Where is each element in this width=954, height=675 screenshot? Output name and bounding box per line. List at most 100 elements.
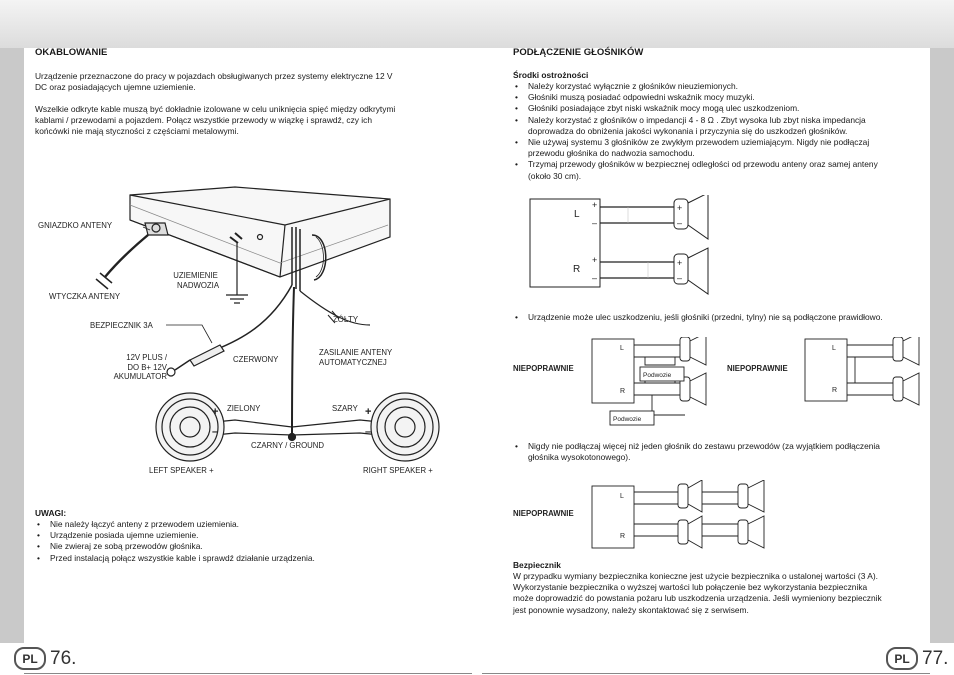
text-line: W przypadku wymiany bezpiecznika koniecz… (513, 571, 878, 581)
svg-text:+: + (592, 200, 597, 210)
text-line: AKUMULATOR (113, 372, 167, 381)
text-line: Należy korzystać z głośników o impedancj… (528, 114, 866, 125)
language-badge: PL (14, 647, 46, 670)
label-green: ZIELONY (227, 404, 261, 413)
incorrect3-label-R: R (620, 533, 626, 540)
text-line: Wszelkie odkryte kable muszą być dokładn… (35, 104, 396, 114)
right-speaker-plus: + (365, 406, 372, 418)
warning-front-rear: Urządzenie może ulec uszkodzeniu, jeśli … (513, 312, 923, 323)
text-line: Trzymaj przewody głośników w bezpiecznej… (528, 159, 878, 170)
svg-text:–: – (677, 273, 682, 283)
svg-text:+: + (592, 255, 597, 265)
incorrect-diagram-chassis (591, 337, 707, 426)
label-antenna-plug: WTYCZKA ANTENY (49, 292, 121, 301)
precaution-item: Należy korzystać z głośników o impedancj… (513, 115, 923, 137)
text-line: Nigdy nie podłączaj więcej niż jeden gło… (528, 441, 880, 451)
right-speaker-minus: – (365, 426, 372, 438)
precaution-item: Należy korzystać wyłącznie z głośników n… (513, 81, 923, 92)
correct-connection-diagram: + – + – + – + – (529, 195, 709, 295)
precaution-item: Głośniki posiadające zbyt niski wskaźnik… (513, 103, 923, 114)
text-line: UZIEMIENIE (173, 271, 218, 280)
page-number: 76. (50, 647, 77, 669)
speaker-connection-title: PODŁĄCZENIE GŁOŚNIKÓW (513, 47, 644, 58)
chassis-label-2: Podwozie (613, 416, 642, 423)
text-line: NADWOZIA (177, 280, 220, 290)
left-speaker-minus: – (212, 426, 219, 438)
incorrect-label-3: NIEPOPRAWNIE (513, 509, 574, 518)
incorrect-diagram-multiple (591, 480, 765, 549)
svg-text:–: – (592, 273, 597, 283)
incorrect2-label-R: R (832, 387, 838, 394)
svg-text:+: + (677, 258, 682, 268)
note-item: Nie zwieraj ze sobą przewodów głośnika. (35, 541, 455, 552)
text-line: Nie używaj systemu 3 głośników ze zwykły… (528, 137, 870, 148)
svg-text:–: – (677, 218, 682, 228)
text-line: głośnika wysokotonowego). (528, 452, 631, 463)
fuse-title: Bezpiecznik (513, 560, 561, 570)
precaution-item: Głośniki muszą posiadać odpowiedni wskaź… (513, 92, 923, 103)
wiring-paragraph-2: Wszelkie odkryte kable muszą być dokładn… (35, 104, 455, 138)
incorrect1-label-R: R (620, 388, 626, 395)
precaution-item: Nie używaj systemu 3 głośników ze zwykły… (513, 137, 923, 159)
precautions-list: Należy korzystać wyłącznie z głośników n… (513, 81, 923, 182)
text-line: przewodu głośnika do nadwozia samochodu. (528, 148, 695, 159)
text-line: Urządzenie przeznaczone do pracy w pojaz… (35, 71, 393, 81)
notes-title: UWAGI: (35, 508, 67, 518)
page-number: 77. (922, 647, 949, 669)
note-item: Urządzenie posiada ujemne uziemienie. (35, 530, 455, 541)
text-line: doprowadza do obniżenia jakości wykonani… (528, 125, 848, 136)
label-black-ground: CZARNY / GROUND (251, 441, 325, 450)
text-line: Należy korzystać wyłącznie z głośników n… (528, 81, 738, 91)
label-battery: 12V PLUS / DO B+ 12V AKUMULATOR (103, 353, 167, 382)
text-line: DO B+ 12V (127, 362, 167, 372)
text-line: kablami / przewodami a pojazdem. Połącz … (35, 115, 372, 126)
incorrect2-label-L: L (832, 345, 836, 352)
incorrect3-label-L: L (620, 493, 624, 500)
label-yellow: ŻÓŁTY (333, 315, 359, 324)
precautions-title: Środki ostrożności (513, 70, 589, 80)
incorrect-diagram-crossed (804, 337, 920, 406)
svg-text:–: – (592, 218, 597, 228)
text-line: końcówki nie mają styczności z częściami… (35, 126, 239, 137)
notes-list: Nie należy łączyć anteny z przewodem uzi… (35, 519, 455, 564)
channel-label-left: L (574, 209, 580, 220)
label-chassis-ground: UZIEMIENIE NADWOZIA (172, 271, 219, 290)
precaution-item: Trzymaj przewody głośników w bezpiecznej… (513, 159, 923, 181)
text-line: 12V PLUS / (126, 353, 167, 362)
text-line: Głośniki posiadające zbyt niski wskaźnik… (528, 103, 800, 114)
bottom-rule-left (24, 673, 472, 674)
incorrect-label-1: NIEPOPRAWNIE (513, 364, 574, 373)
right-margin-bar (930, 48, 954, 643)
top-band (0, 0, 954, 48)
label-right-speaker: RIGHT SPEAKER + (363, 466, 433, 475)
chassis-label-1: Podwozie (643, 372, 672, 379)
incorrect-label-2: NIEPOPRAWNIE (727, 364, 788, 373)
text-line: Wykorzystanie bezpiecznika o wyższej war… (513, 582, 868, 593)
text-line: jest ponownie wysadzony, należy skontakt… (513, 604, 749, 615)
warning-item: Urządzenie może ulec uszkodzeniu, jeśli … (513, 312, 923, 323)
label-auto-antenna: ZASILANIE ANTENY AUTOMATYCZNEJ (319, 348, 392, 367)
warning-item: Nigdy nie podłączaj więcej niż jeden gło… (513, 441, 923, 463)
note-item: Nie należy łączyć anteny z przewodem uzi… (35, 519, 455, 530)
svg-text:+: + (677, 203, 682, 213)
fuse-paragraph: W przypadku wymiany bezpiecznika koniecz… (513, 571, 928, 616)
bottom-band (0, 643, 954, 675)
label-fuse: BEZPIECZNIK 3A (90, 321, 153, 330)
page-number-left: PL 76. (14, 647, 76, 670)
label-antenna-socket: GNIAZDKO ANTENY (38, 221, 113, 230)
language-badge: PL (886, 647, 918, 670)
label-grey: SZARY (332, 404, 358, 413)
channel-label-right: R (573, 264, 581, 275)
wiring-title: OKABLOWANIE (35, 47, 108, 58)
left-speaker-plus: + (212, 406, 219, 418)
page-number-right: PL 77. (886, 647, 948, 670)
wiring-diagram (95, 186, 440, 462)
bottom-rule-right (482, 673, 930, 674)
left-margin-bar (0, 48, 24, 643)
text-line: AUTOMATYCZNEJ (319, 357, 387, 367)
incorrect1-label-L: L (620, 345, 624, 352)
text-line: (około 30 cm). (528, 170, 582, 181)
text-line: ZASILANIE ANTENY (319, 348, 393, 357)
warning-single-speaker: Nigdy nie podłączaj więcej niż jeden gło… (513, 441, 923, 463)
label-red: CZERWONY (233, 355, 279, 364)
